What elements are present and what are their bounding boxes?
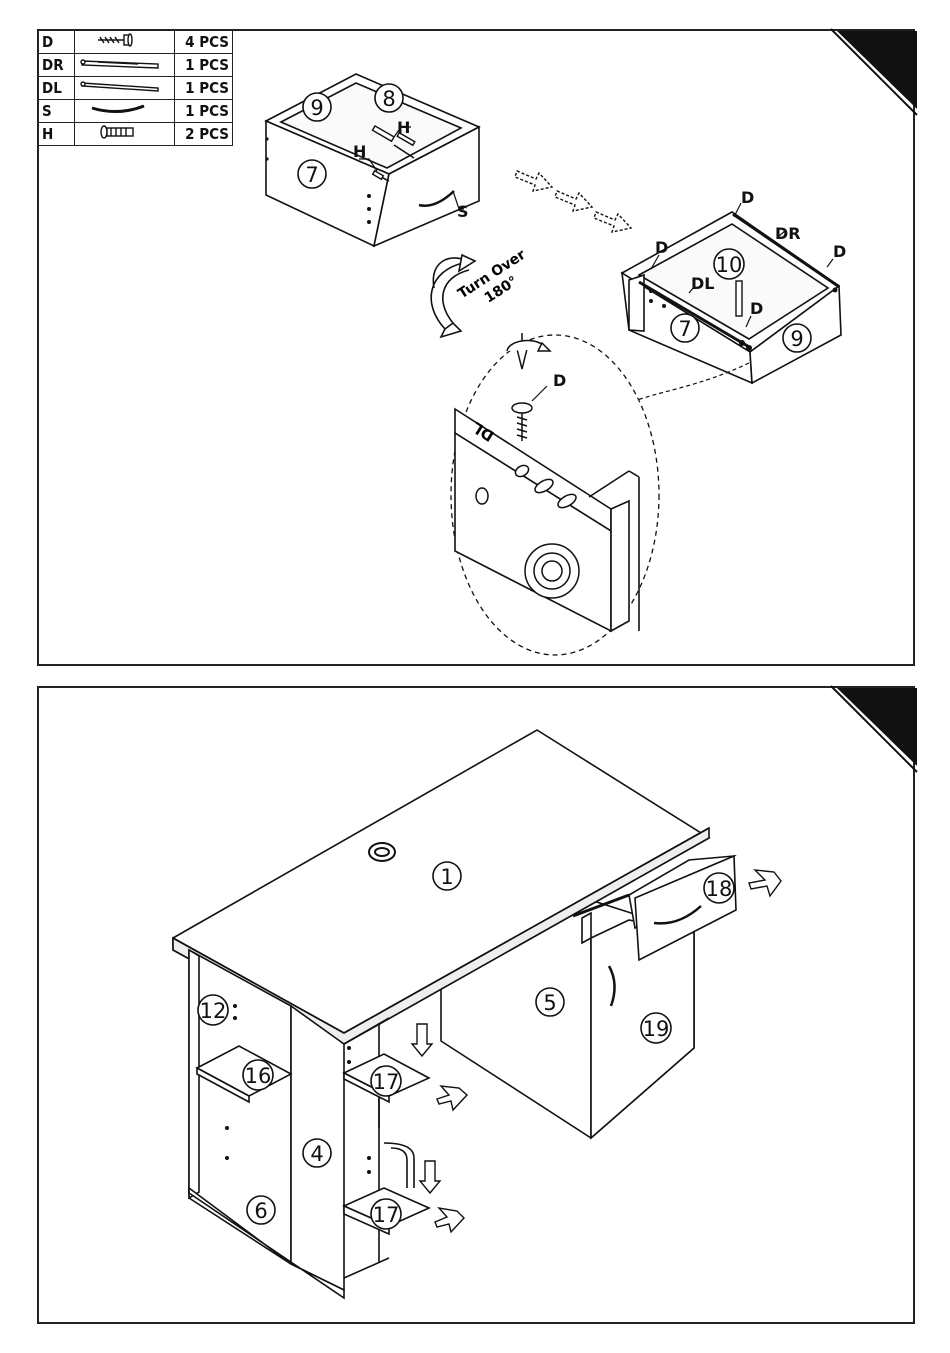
- parts-row: D 4 PCS: [39, 31, 233, 54]
- drawer-box-drawing: [266, 74, 479, 246]
- part-quantity: 1 PCS: [175, 54, 233, 77]
- part-number-7-left: 7: [298, 160, 326, 188]
- corner-tab-marker: [837, 688, 917, 766]
- short-screw-icon: [75, 31, 175, 54]
- svg-text:8: 8: [382, 87, 395, 111]
- part-number-9-right: 9: [783, 324, 811, 352]
- part-number-6: 6: [247, 1196, 275, 1224]
- part-number-16: 16: [243, 1060, 273, 1090]
- svg-text:19: 19: [643, 1017, 670, 1041]
- svg-text:16: 16: [245, 1064, 272, 1088]
- corner-tab-marker: [837, 31, 917, 109]
- part-quantity: 1 PCS: [175, 77, 233, 100]
- parts-row: DR 1 PCS: [39, 54, 233, 77]
- svg-text:17: 17: [373, 1070, 400, 1094]
- part-code: DL: [39, 77, 75, 100]
- handle-icon: [75, 100, 175, 123]
- label-d-left: D: [655, 238, 668, 257]
- svg-text:17: 17: [373, 1203, 400, 1227]
- parts-list: D 4 PCS DR 1 PCS DL 1 PCS S 1 PCS: [38, 30, 233, 146]
- part-number-7-right: 7: [671, 314, 699, 342]
- part-number-19: 19: [641, 1013, 671, 1043]
- part-number-12: 12: [198, 995, 228, 1025]
- part-number-4: 4: [303, 1139, 331, 1167]
- svg-text:9: 9: [790, 327, 803, 351]
- parts-row: H 2 PCS: [39, 123, 233, 146]
- label-d-center: D: [750, 299, 763, 318]
- desk-assembly-illustration: 1 18 12 5 19 16 17 4 6 17: [39, 688, 917, 1326]
- part-number-1: 1: [433, 862, 461, 890]
- parts-row: DL 1 PCS: [39, 77, 233, 100]
- part-code: H: [39, 123, 75, 146]
- part-code: DR: [39, 54, 75, 77]
- svg-text:18: 18: [706, 877, 733, 901]
- part-number-17-lower: 17: [371, 1199, 401, 1229]
- part-number-8: 8: [375, 84, 403, 112]
- label-dl: DL: [691, 274, 714, 293]
- step-panel-drawer-assembly: H H S 9 8 7 Turn Over: [37, 29, 915, 666]
- part-number-17-upper: 17: [371, 1066, 401, 1096]
- svg-text:12: 12: [200, 999, 227, 1023]
- label-d-detail: D: [553, 371, 566, 390]
- part-number-5: 5: [536, 988, 564, 1016]
- part-number-18: 18: [704, 873, 734, 903]
- left-drawer-rail-icon: [75, 77, 175, 100]
- label-dr: DR: [775, 224, 801, 243]
- svg-text:7: 7: [305, 163, 318, 187]
- part-quantity: 1 PCS: [175, 100, 233, 123]
- screw-detail-view: DL D: [451, 333, 659, 655]
- part-number-10: 10: [714, 249, 744, 279]
- part-quantity: 2 PCS: [175, 123, 233, 146]
- svg-text:5: 5: [543, 991, 556, 1015]
- step-panel-desk-assembly: 1 18 12 5 19 16 17 4 6 17: [37, 686, 915, 1324]
- direction-arrows: [515, 171, 631, 232]
- part-number-9-left: 9: [303, 93, 331, 121]
- screwdriver-icon: [736, 281, 742, 316]
- svg-text:10: 10: [716, 253, 743, 277]
- part-code: S: [39, 100, 75, 123]
- svg-text:7: 7: [678, 317, 691, 341]
- right-drawer-rail-icon: [75, 54, 175, 77]
- label-s: S: [457, 202, 469, 221]
- label-h-lower: H: [353, 142, 366, 161]
- svg-text:1: 1: [440, 865, 453, 889]
- cable-grommet-icon: [369, 843, 395, 861]
- parts-row: S 1 PCS: [39, 100, 233, 123]
- part-quantity: 4 PCS: [175, 31, 233, 54]
- label-d-right: D: [833, 242, 846, 261]
- label-d-top: D: [741, 188, 754, 207]
- svg-text:9: 9: [310, 96, 323, 120]
- part-code: D: [39, 31, 75, 54]
- handle-screw-icon: [75, 123, 175, 146]
- label-h-upper: H: [397, 118, 410, 137]
- svg-text:4: 4: [310, 1142, 323, 1166]
- svg-text:6: 6: [254, 1199, 267, 1223]
